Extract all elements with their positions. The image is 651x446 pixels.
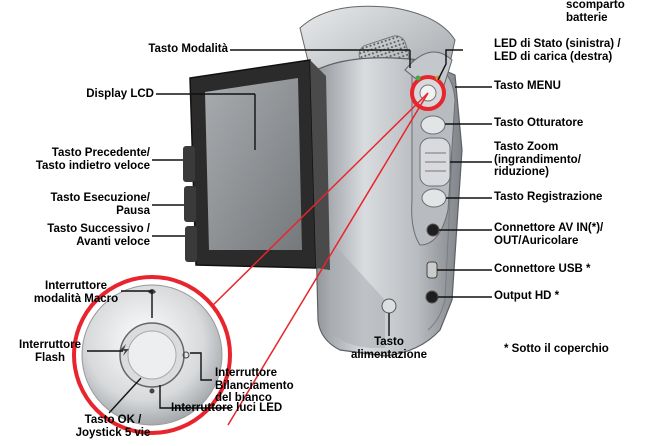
lcd-panel [183, 59, 330, 270]
label-top-clipped: scomparto batterie [566, 0, 625, 24]
projection-lines [207, 92, 429, 426]
power-button-shape [381, 298, 397, 314]
label-hd-output: Output HD * [494, 290, 560, 302]
leader-lines [87, 49, 492, 414]
label-status-led: LED di Stato (sinistra) / LED di carica … [494, 38, 621, 63]
label-power-button: Tasto alimentazione [350, 336, 428, 361]
led-icon [149, 388, 155, 394]
label-lcd-display: Display LCD [86, 88, 154, 100]
label-record-button: Tasto Registrazione [494, 191, 603, 203]
label-zoom-button: Tasto Zoom (ingrandimento/ riduzione) [494, 141, 581, 178]
label-usb-connector: Connettore USB * [494, 263, 591, 275]
record-button-shape [421, 188, 447, 208]
label-menu-button: Tasto MENU [494, 80, 561, 92]
label-play-button: Tasto Esecuzione/ Pausa [50, 192, 150, 217]
label-next-button: Tasto Successivo / Avanti veloce [47, 223, 150, 248]
label-macro-switch: Interruttore modalità Macro [33, 280, 119, 305]
label-ok-joystick: Tasto OK / Joystick 5 vie [75, 414, 151, 439]
wb-icon [182, 351, 190, 359]
prev-button-shape [183, 146, 195, 182]
usb-port [426, 261, 438, 279]
av-jack [426, 223, 440, 237]
label-mode-button: Tasto Modalità [148, 43, 228, 55]
footnote: * Sotto il coperchio [504, 343, 609, 355]
flash-icon [120, 344, 129, 356]
label-white-balance-switch: Interruttore Bilanciamento del bianco [215, 367, 294, 404]
label-flash-switch: Interruttore Flash [19, 339, 81, 364]
hd-port [425, 290, 439, 304]
label-shutter-button: Tasto Otturatore [494, 117, 584, 129]
shutter-button-shape [420, 115, 446, 135]
label-av-connector: Connettore AV IN(*)/ OUT/Auricolare [494, 222, 604, 247]
label-prev-button: Tasto Precedente/ Tasto indietro veloce [35, 147, 150, 172]
next-button-shape [185, 226, 197, 262]
joystick-detail [72, 275, 232, 435]
play-button-shape [184, 186, 196, 222]
label-led-light-switch: Interruttore luci LED [171, 402, 283, 414]
